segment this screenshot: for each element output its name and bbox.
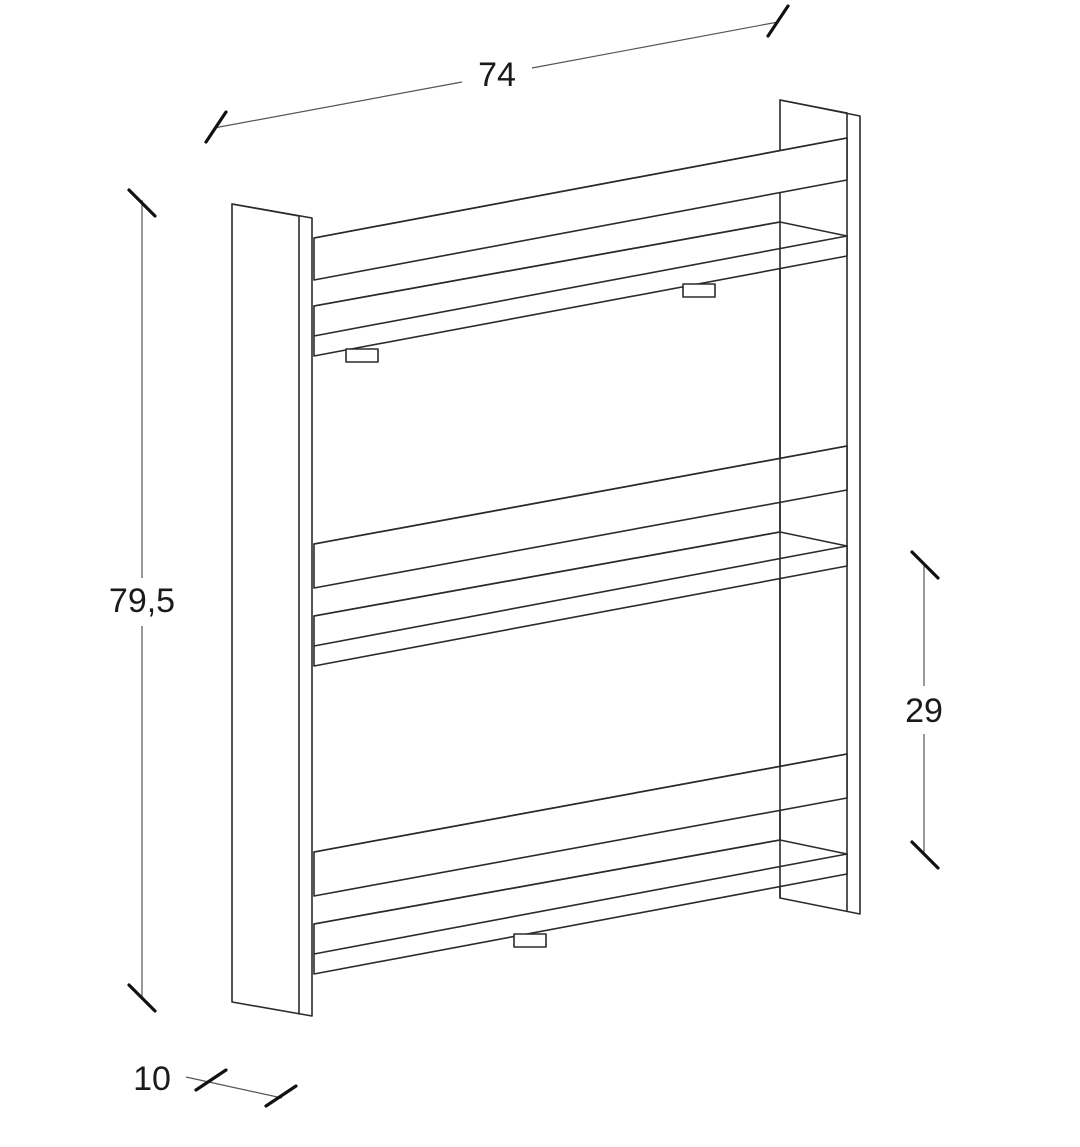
bottom-shelf <box>313 753 848 975</box>
middle-shelf <box>313 445 848 667</box>
wall-bracket <box>682 283 716 298</box>
depth-dimension: 10 <box>133 1060 298 1108</box>
height-label: 79,5 <box>109 582 175 620</box>
depth-label: 10 <box>133 1060 171 1098</box>
wall-bracket <box>513 933 547 948</box>
width-dimension: 74 <box>204 4 790 144</box>
wall-bracket <box>345 348 379 363</box>
left-side-panel <box>231 203 313 1017</box>
top-shelf <box>313 137 848 363</box>
height-dimension: 79,5 <box>109 188 175 1013</box>
shelf-spacing-label: 29 <box>905 692 943 730</box>
shelf-spacing-dimension: 29 <box>905 550 943 870</box>
width-label: 74 <box>478 56 516 94</box>
